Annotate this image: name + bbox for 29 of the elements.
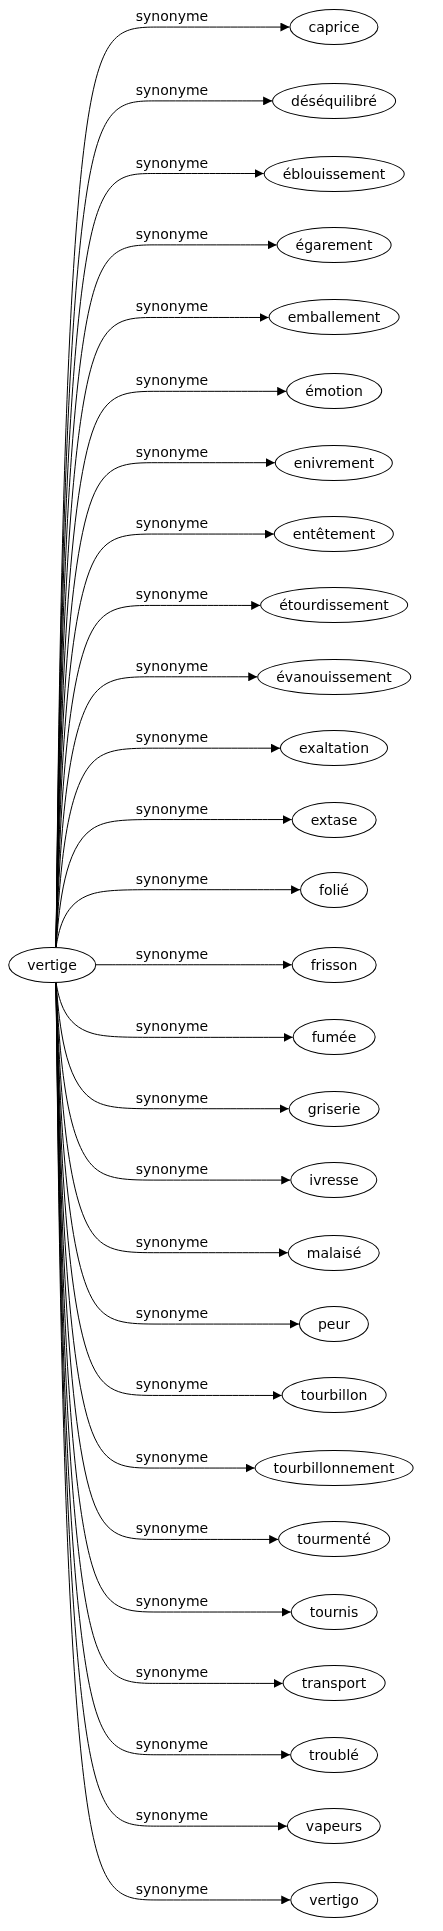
- term-ellipse: peur: [298, 1306, 370, 1343]
- term-ellipse: tournis: [290, 1594, 378, 1630]
- term-ellipse: tourbillonnement: [254, 1450, 414, 1487]
- term-ellipse: folié: [300, 871, 368, 908]
- term-ellipse: vertigo: [290, 1881, 378, 1918]
- term-ellipse: déséquilibré: [272, 82, 396, 119]
- term-ellipse: fumée: [292, 1019, 376, 1056]
- term-ellipse: caprice: [289, 9, 379, 46]
- term-ellipse: exaltation: [280, 730, 388, 767]
- term-ellipse: éblouissement: [263, 155, 405, 192]
- term-ellipse: tourmenté: [278, 1521, 390, 1558]
- term-ellipse: enivrement: [274, 444, 394, 481]
- term-ellipse: étourdissement: [260, 587, 408, 624]
- term-ellipse: frisson: [291, 946, 377, 983]
- term-ellipse: entêtement: [273, 516, 395, 553]
- term-ellipse: troublé: [290, 1736, 378, 1773]
- term-ellipse: transport: [282, 1665, 386, 1702]
- term-ellipse: évanouissement: [257, 658, 411, 695]
- term-ellipse: égarement: [276, 226, 392, 263]
- term-ellipse: emballement: [268, 299, 400, 336]
- term-ellipse: ivresse: [290, 1162, 378, 1199]
- term-ellipse: émotion: [286, 373, 382, 410]
- term-ellipse: vapeurs: [286, 1808, 382, 1845]
- term-ellipse: malaisé: [287, 1234, 381, 1271]
- term-ellipse: tourbillon: [281, 1377, 387, 1414]
- term-ellipse: griserie: [288, 1090, 380, 1127]
- term-ellipse: extase: [291, 801, 377, 838]
- source-ellipse: vertige: [8, 946, 96, 983]
- arrow: [95, 960, 293, 970]
